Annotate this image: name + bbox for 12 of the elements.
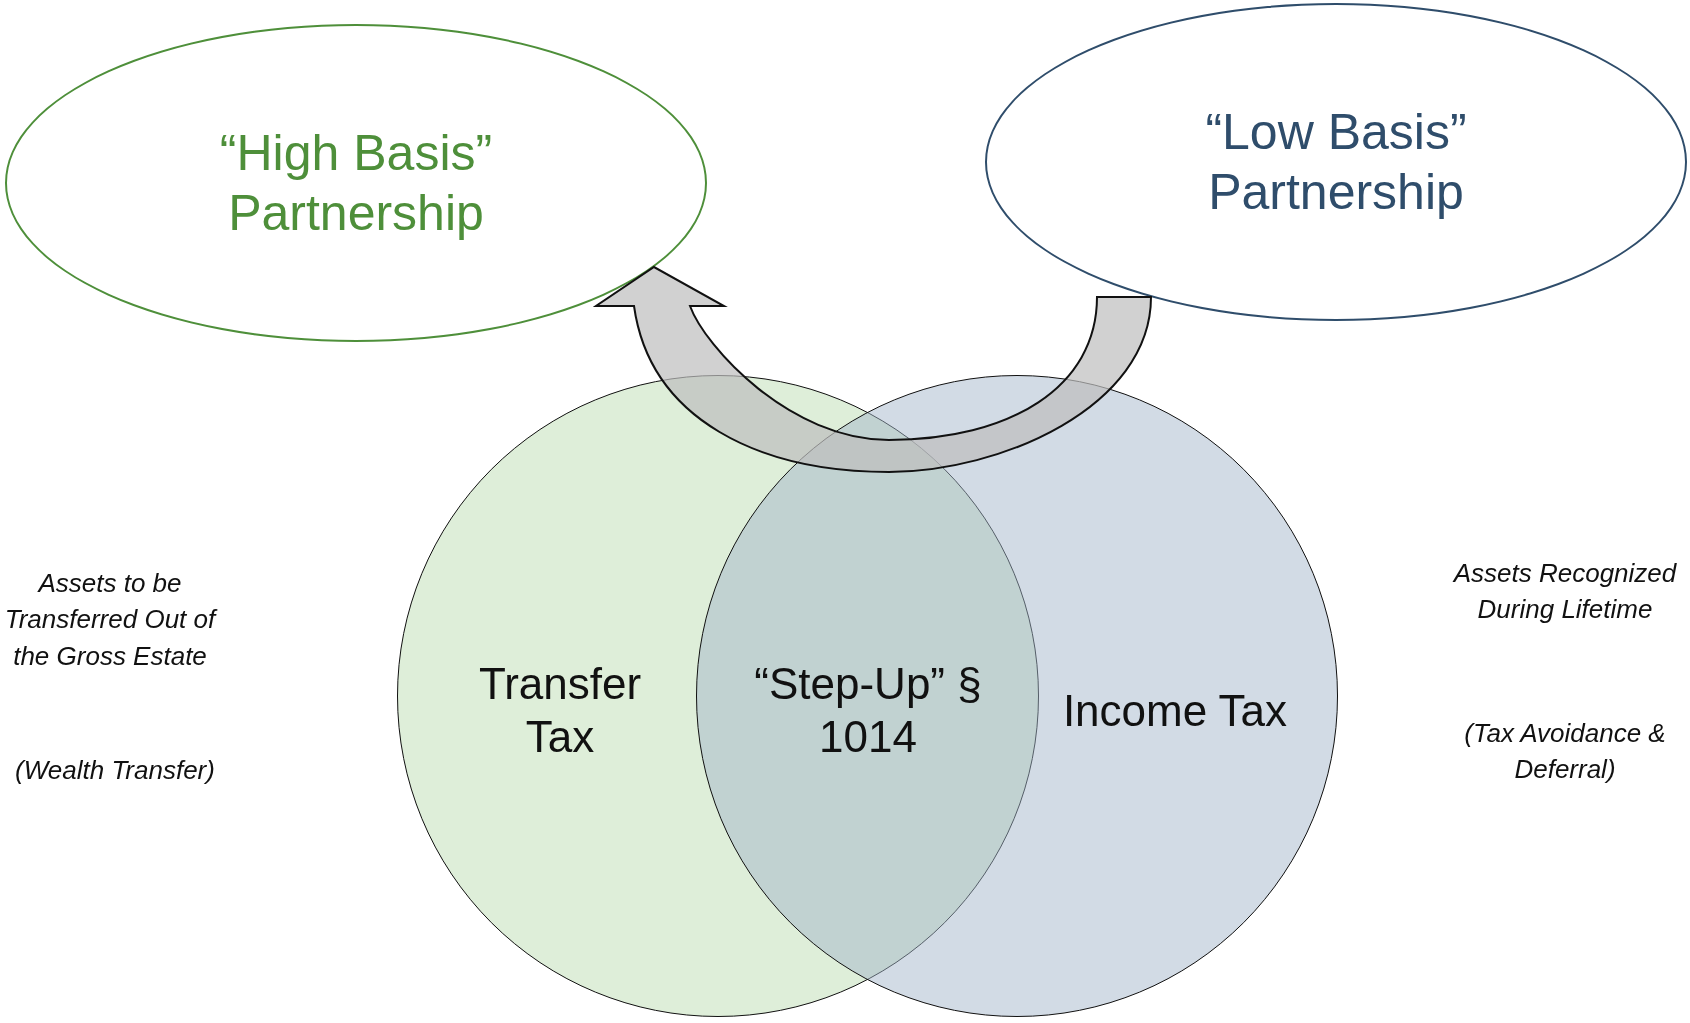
node-label: “High Basis” Partnership	[218, 124, 494, 243]
side-note: (Wealth Transfer)	[14, 754, 216, 787]
node-label: Income Tax	[1061, 684, 1289, 737]
side-note: (Tax Avoidance & Deferral)	[1463, 717, 1667, 787]
side-note: Assets to be Transferred Out of the Gross Estate	[3, 567, 219, 673]
side-note: Assets Recognized During Lifetime	[1451, 557, 1678, 627]
partnership-ellipse	[985, 3, 1687, 321]
node-label: Transfer Tax	[477, 658, 643, 763]
curved-arrow	[595, 266, 1152, 473]
partnership-ellipse	[5, 24, 707, 342]
node-label: “Step-Up” § 1014	[753, 658, 983, 763]
node-label: “Low Basis” Partnership	[1204, 103, 1468, 222]
